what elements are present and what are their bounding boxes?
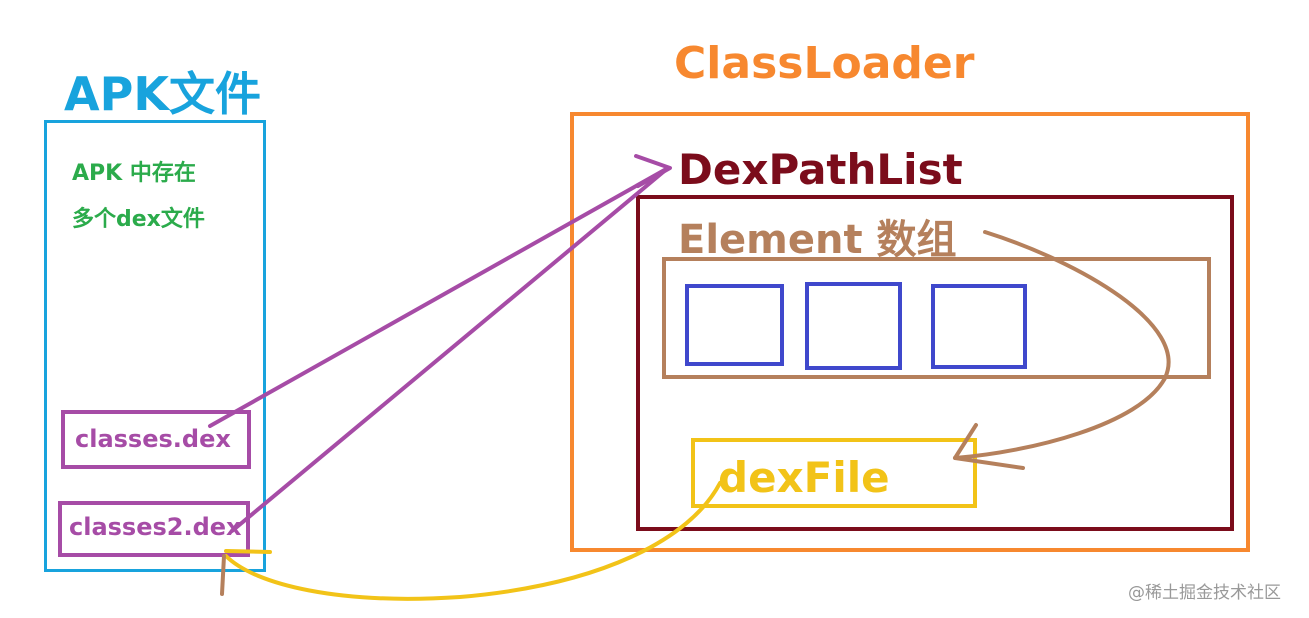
element-slot — [931, 284, 1027, 369]
watermark: @稀土掘金技术社区 — [1128, 583, 1281, 603]
element-array-title: Element 数组 — [678, 217, 957, 263]
dex-file-classes2-label: classes2.dex — [69, 513, 242, 541]
classloader-title: ClassLoader — [674, 38, 975, 89]
dexfile-box — [691, 438, 977, 508]
apk-title: APK文件 — [64, 67, 261, 121]
element-slot — [685, 284, 784, 366]
dexpathlist-title: DexPathList — [678, 145, 963, 194]
dexfile-label: dexFile — [718, 453, 890, 502]
apk-note-line2: 多个dex文件 — [72, 207, 205, 232]
dex-file-classes-label: classes.dex — [75, 425, 231, 453]
apk-note-line1: APK 中存在 — [72, 161, 196, 186]
element-slot — [805, 282, 902, 370]
